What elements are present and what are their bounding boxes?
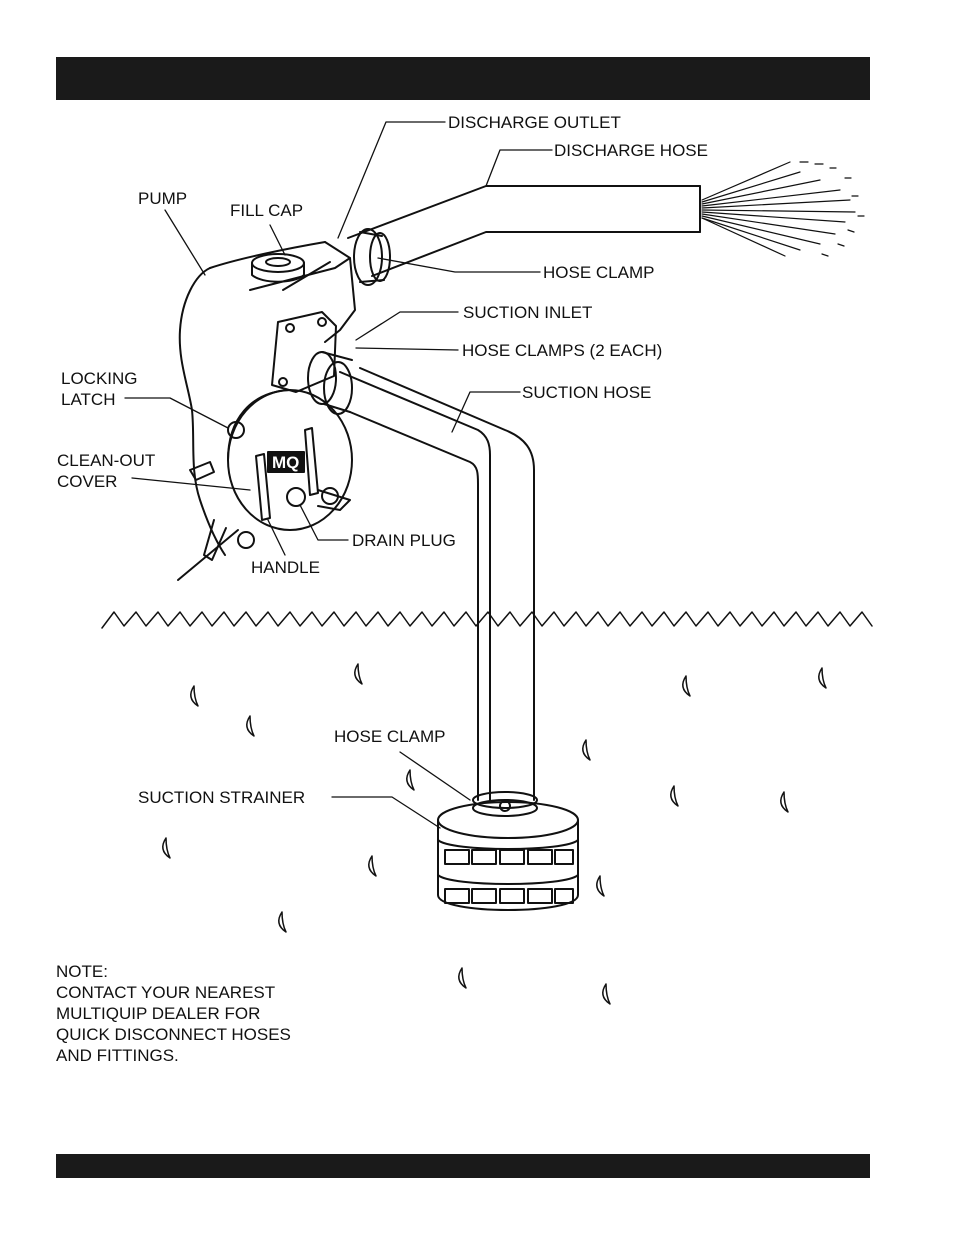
note-block: NOTE: CONTACT YOUR NEAREST MULTIQUIP DEA… [56,961,291,1066]
label-hose-clamp-bottom: HOSE CLAMP [334,727,445,746]
ground-line [102,612,872,628]
label-hose-clamps-2-each: HOSE CLAMPS (2 EACH) [462,341,662,360]
label-suction-inlet: SUCTION INLET [463,303,592,322]
label-handle: HANDLE [251,558,320,577]
note-title: NOTE: [56,961,291,982]
label-discharge-hose: DISCHARGE HOSE [554,141,708,160]
note-line-1: CONTACT YOUR NEAREST [56,982,291,1003]
note-line-2: MULTIQUIP DEALER FOR [56,1003,291,1024]
mq-logo-text: MQ [272,453,299,472]
water-spray-icon [702,162,864,256]
label-fill-cap: FILL CAP [230,201,303,220]
note-line-3: QUICK DISCONNECT HOSES [56,1024,291,1045]
label-suction-hose: SUCTION HOSE [522,383,651,402]
label-clean-out-cover-line1: CLEAN-OUT [57,451,155,470]
pump-body-shape [178,242,355,580]
label-pump: PUMP [138,189,187,208]
label-locking-latch-line1: LOCKING [61,369,138,388]
label-clean-out-cover-line2: COVER [57,472,117,491]
label-discharge-outlet: DISCHARGE OUTLET [448,113,621,132]
note-line-4: AND FITTINGS. [56,1045,291,1066]
label-hose-clamp-top: HOSE CLAMP [543,263,654,282]
suction-strainer-shape [438,802,578,910]
label-suction-strainer: SUCTION STRAINER [138,788,305,807]
label-locking-latch-line2: LATCH [61,390,115,409]
water-droplets-icon [163,664,826,1004]
label-drain-plug: DRAIN PLUG [352,531,456,550]
leader-lines [125,122,552,828]
suction-hose-clamps-shape [308,352,352,414]
